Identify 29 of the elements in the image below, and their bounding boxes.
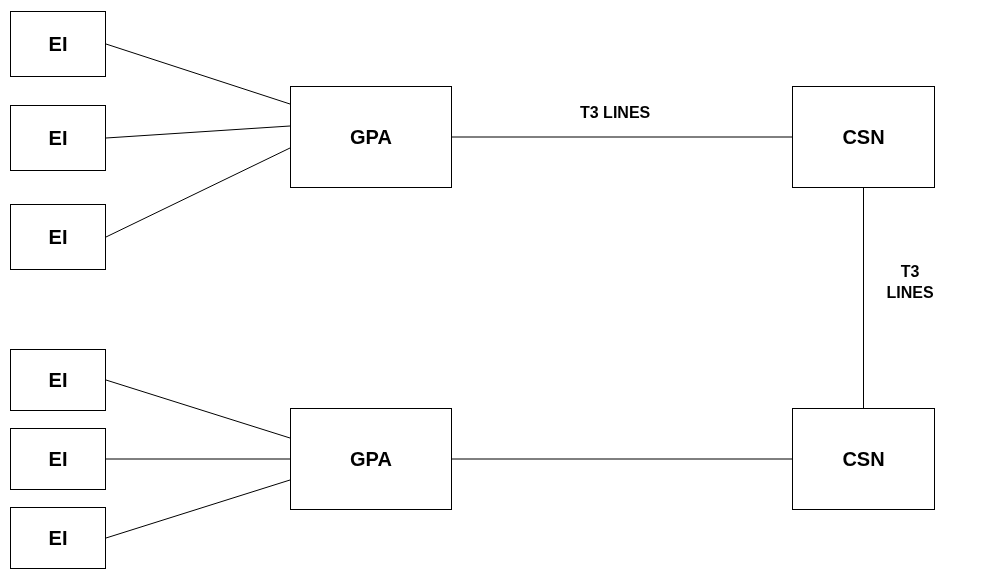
node-box (10, 349, 106, 411)
connector-line (105, 458, 291, 460)
connector-line (105, 147, 291, 238)
node-box (10, 105, 106, 171)
connector-line (105, 43, 291, 105)
node-label: EI (48, 225, 68, 249)
node-label: GPA (350, 125, 392, 149)
node-box (792, 408, 935, 510)
connector-line (105, 379, 291, 439)
connector-line (105, 479, 291, 539)
connector-line (105, 125, 291, 139)
connector-line (451, 136, 793, 138)
node-box (10, 204, 106, 270)
node-label: CSN (842, 125, 885, 149)
node-box (10, 428, 106, 490)
node-box (290, 408, 452, 510)
node-box (792, 86, 935, 188)
node-label: GPA (350, 447, 392, 471)
node-label: EI (48, 368, 68, 392)
node-label: EI (48, 526, 68, 550)
node-label: CSN (842, 447, 885, 471)
node-box (290, 86, 452, 188)
connector-line (451, 458, 793, 460)
node-label: EI (48, 32, 68, 56)
node-label: EI (48, 126, 68, 150)
node-box (10, 507, 106, 569)
node-label: EI (48, 447, 68, 471)
node-box (10, 11, 106, 77)
connector-line (863, 187, 864, 409)
